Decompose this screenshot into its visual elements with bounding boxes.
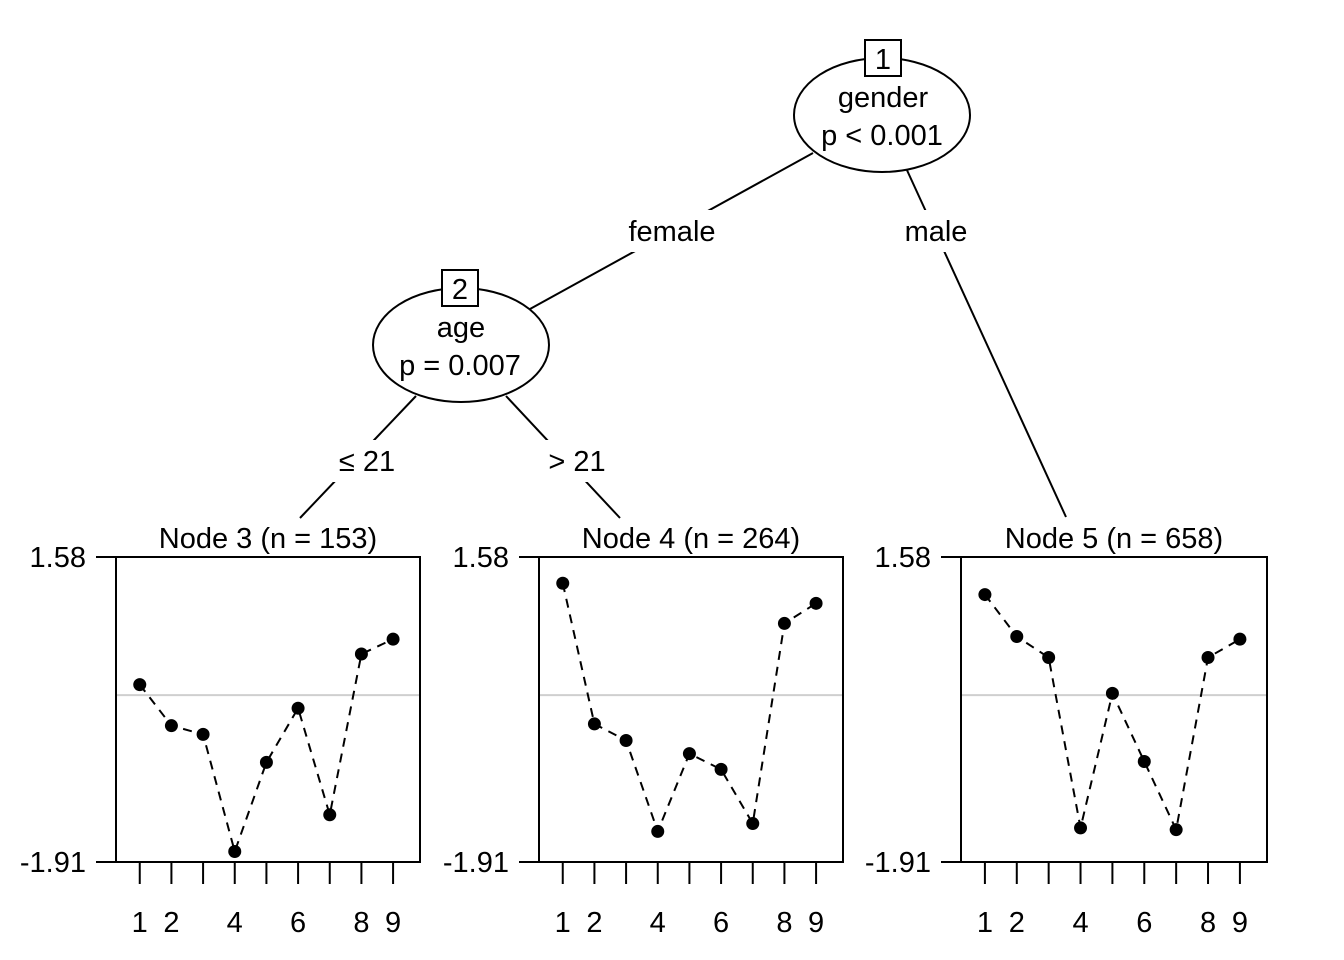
data-point — [133, 678, 147, 692]
node-id-box — [441, 269, 479, 307]
data-point — [651, 824, 665, 838]
x-tick-label: 1 — [555, 907, 571, 939]
inner-node-1: 1 gender p < 0.001 — [793, 39, 971, 173]
svg-text:≤ 21: ≤ 21 — [339, 446, 395, 478]
data-point — [619, 734, 633, 748]
x-tick-label: 9 — [1232, 907, 1248, 939]
series-line — [138, 638, 394, 855]
y-tick-label: -1.91 — [20, 847, 86, 879]
x-tick-label: 8 — [1200, 907, 1216, 939]
x-tick-label: 6 — [1136, 907, 1152, 939]
x-tick-label: 2 — [586, 907, 602, 939]
y-tick-label: 1.58 — [453, 542, 509, 574]
series-line — [561, 582, 817, 835]
data-point — [556, 576, 570, 590]
data-point — [228, 845, 242, 859]
split-pvalue: p = 0.007 — [399, 350, 521, 382]
node-id: 2 — [452, 274, 468, 306]
data-point — [291, 701, 305, 715]
panel-title: Node 4 (n = 264) — [582, 523, 800, 555]
data-point — [1233, 632, 1247, 646]
panel-frame — [538, 556, 844, 863]
x-tick-label: 4 — [227, 907, 243, 939]
data-point — [1201, 651, 1215, 665]
svg-text:male: male — [905, 216, 968, 248]
data-point — [777, 616, 791, 630]
edge-label-gt-21: > 21 — [542, 440, 612, 482]
data-point — [164, 719, 178, 733]
data-point — [1074, 821, 1088, 835]
data-point — [809, 596, 823, 610]
split-variable: age — [437, 312, 485, 344]
split-pvalue: p < 0.001 — [821, 120, 943, 152]
edge-label-male: male — [897, 210, 975, 252]
data-point — [746, 817, 760, 831]
data-point — [1010, 630, 1024, 644]
data-point — [1105, 686, 1119, 700]
data-point — [587, 717, 601, 731]
y-tick-label: 1.58 — [875, 542, 931, 574]
data-point — [354, 647, 368, 661]
svg-text:> 21: > 21 — [548, 446, 605, 478]
x-tick-label: 8 — [353, 907, 369, 939]
data-point — [714, 762, 728, 776]
x-tick-label: 8 — [776, 907, 792, 939]
split-variable: gender — [838, 82, 929, 114]
x-tick-label: 6 — [713, 907, 729, 939]
panel-frame — [960, 556, 1268, 863]
x-tick-label: 4 — [1072, 907, 1088, 939]
data-point — [682, 747, 696, 761]
data-point — [196, 727, 210, 741]
data-point — [1137, 754, 1151, 768]
y-tick-label: -1.91 — [443, 847, 509, 879]
data-point — [323, 808, 337, 822]
series-line — [984, 593, 1241, 833]
panel-title: Node 5 (n = 658) — [1005, 523, 1223, 555]
y-tick-label: -1.91 — [865, 847, 931, 879]
y-tick-label: 1.58 — [30, 542, 86, 574]
edge-label-le-21: ≤ 21 — [330, 440, 404, 482]
data-point — [1169, 823, 1183, 837]
inner-node-2: 2 age p = 0.007 — [372, 269, 550, 403]
x-tick-label: 9 — [385, 907, 401, 939]
x-tick-label: 1 — [977, 907, 993, 939]
svg-text:female: female — [628, 216, 715, 248]
panel-frame — [115, 556, 421, 863]
x-tick-label: 9 — [808, 907, 824, 939]
x-tick-label: 6 — [290, 907, 306, 939]
node-id-box — [864, 39, 902, 77]
x-tick-label: 2 — [163, 907, 179, 939]
data-point — [1042, 651, 1056, 665]
x-tick-label: 4 — [650, 907, 666, 939]
data-point — [259, 755, 273, 769]
data-point — [386, 632, 400, 646]
panel-title: Node 3 (n = 153) — [159, 523, 377, 555]
x-tick-label: 1 — [132, 907, 148, 939]
x-tick-label: 2 — [1009, 907, 1025, 939]
edge-label-female: female — [620, 210, 724, 252]
data-point — [978, 588, 992, 602]
node-id: 1 — [875, 44, 891, 76]
